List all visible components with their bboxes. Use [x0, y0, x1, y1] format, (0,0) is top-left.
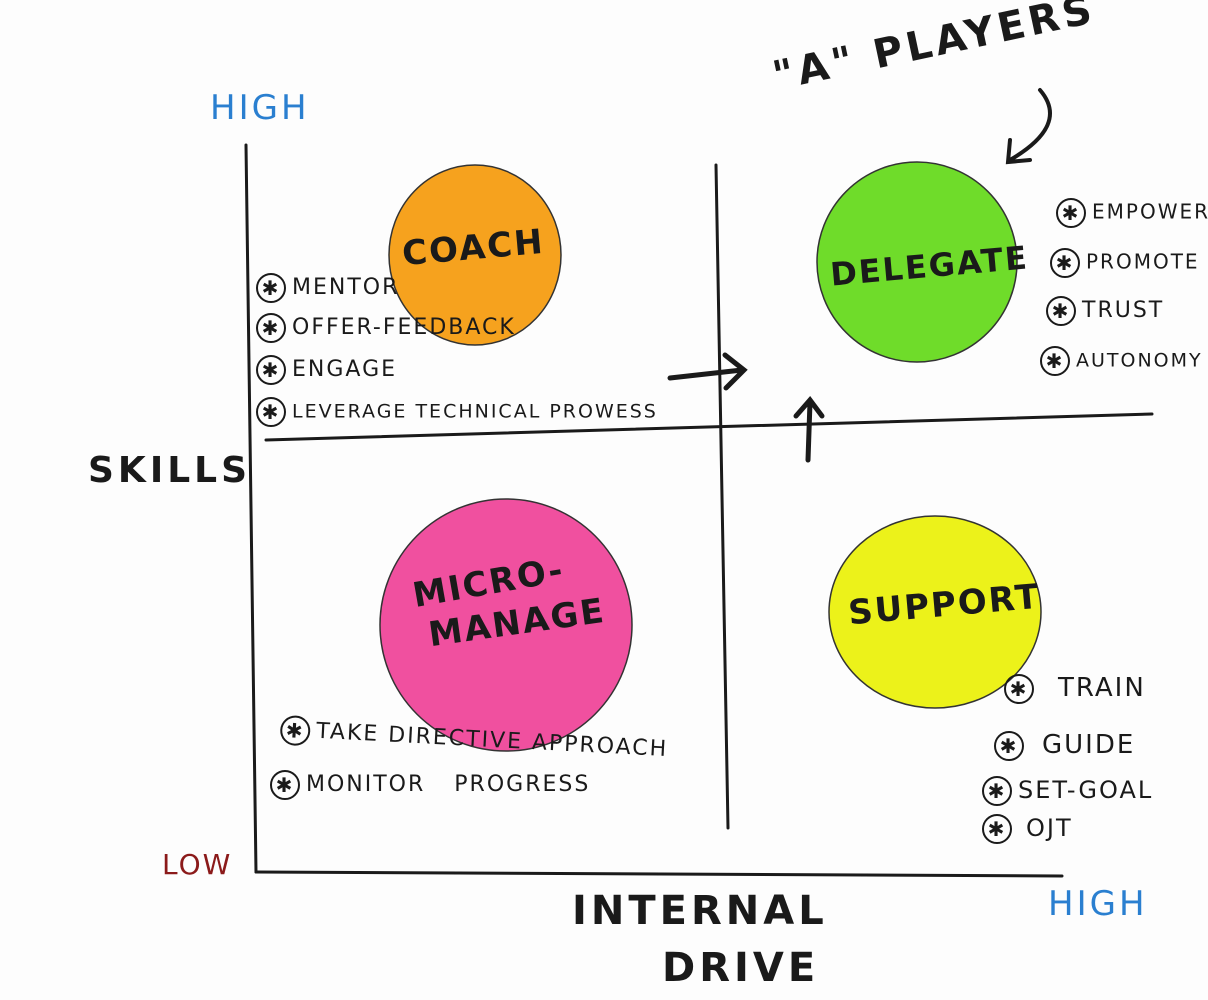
asterisk-icon: ✱	[982, 776, 1012, 806]
coach-circle	[388, 164, 562, 346]
horizontal-divider	[264, 412, 1154, 442]
arrow-right	[667, 352, 748, 391]
asterisk-icon: ✱	[982, 814, 1012, 844]
asterisk-icon: ✱	[270, 770, 300, 800]
delegate-item: ✱AUTONOMY	[1040, 346, 1203, 376]
x-axis	[254, 870, 1064, 878]
asterisk-icon: ✱	[256, 273, 286, 303]
x-axis-label-line1: INTERNAL	[572, 888, 828, 934]
low-label: LOW	[162, 848, 233, 881]
y-high-label: HIGH	[210, 88, 310, 128]
arrow-curved	[1005, 88, 1052, 165]
coach-item: ✱OFFER-FEEDBACK	[256, 313, 516, 343]
delegate-item: ✱TRUST	[1046, 296, 1164, 326]
coach-item: ✱MENTOR	[256, 273, 399, 303]
delegate-item: ✱EMPOWER	[1056, 198, 1208, 228]
support-circle	[828, 515, 1042, 709]
asterisk-icon: ✱	[256, 355, 286, 385]
asterisk-icon: ✱	[1004, 673, 1034, 704]
x-high-label: HIGH	[1048, 884, 1148, 924]
support-item: ✱TRAIN	[1004, 673, 1146, 704]
support-item: ✱GUIDE	[994, 730, 1135, 761]
delegate-item: ✱PROMOTE	[1050, 248, 1200, 278]
y-axis	[244, 143, 258, 874]
asterisk-icon: ✱	[1056, 198, 1086, 228]
support-item: ✱SET-GOAL	[982, 776, 1153, 806]
asterisk-icon: ✱	[1040, 346, 1070, 376]
x-axis-label-line2: DRIVE	[662, 945, 820, 991]
micromanage-item: ✱MONITOR PROGRESS	[270, 770, 590, 800]
asterisk-icon: ✱	[1050, 248, 1080, 278]
asterisk-icon: ✱	[256, 397, 286, 427]
asterisk-icon: ✱	[1046, 296, 1076, 326]
support-item: ✱OJT	[982, 814, 1073, 844]
y-axis-label: SKILLS	[88, 450, 252, 491]
asterisk-icon: ✱	[994, 730, 1024, 761]
delegate-circle	[816, 161, 1018, 363]
vertical-divider	[714, 163, 730, 830]
micromanage-circle	[379, 498, 633, 752]
coach-item: ✱LEVERAGE TECHNICAL PROWESS	[256, 397, 658, 427]
asterisk-icon: ✱	[279, 714, 312, 747]
coach-item: ✱ENGAGE	[256, 355, 397, 385]
asterisk-icon: ✱	[256, 313, 286, 343]
arrow-up	[793, 396, 825, 463]
